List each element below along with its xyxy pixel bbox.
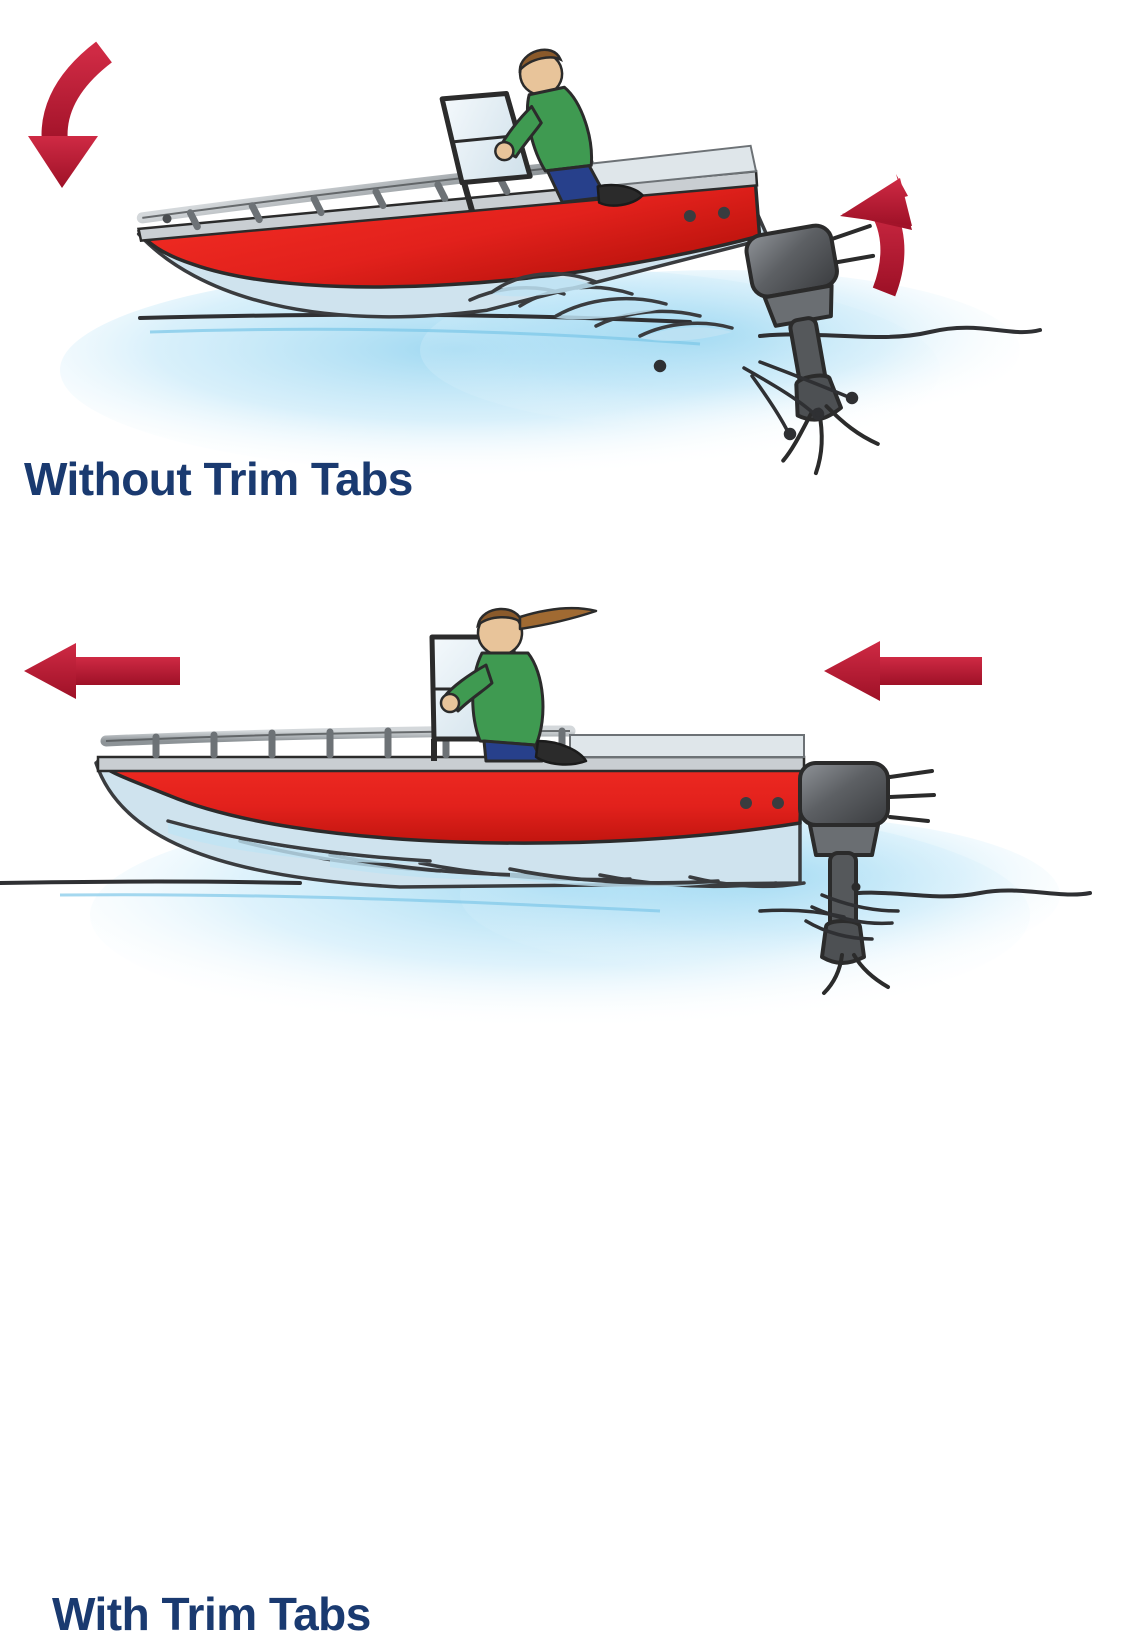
hull-wake-fill <box>168 823 718 888</box>
straight-arrow-left-inner <box>824 641 982 701</box>
scene-with-trim-tabs <box>0 565 1130 1130</box>
caption-with-trim-tabs: With Trim Tabs <box>52 1588 371 1640</box>
panel-with-trim-tabs: With Trim Tabs <box>0 565 1130 1640</box>
boat-operator <box>439 606 598 766</box>
caption-without-trim-tabs: Without Trim Tabs <box>24 453 413 505</box>
prop-wash <box>653 359 859 441</box>
curved-arrow-up <box>840 174 912 297</box>
scene-without-trim-tabs <box>0 0 1130 565</box>
prop-wash <box>758 893 900 941</box>
water-surface <box>60 265 1042 475</box>
boat-without-trim-tabs <box>136 48 770 319</box>
boat-with-trim-tabs <box>94 606 806 889</box>
straight-arrow-left-outer <box>24 643 180 699</box>
boat-operator <box>494 48 644 207</box>
outboard-motor <box>798 761 936 995</box>
stern-spray-fill <box>492 277 732 341</box>
panel-without-trim-tabs: Without Trim Tabs <box>0 0 1130 565</box>
transom-rivets <box>683 206 730 222</box>
transom-rivets <box>740 797 784 809</box>
curved-arrow-down <box>28 41 113 188</box>
stern-spray <box>468 272 734 338</box>
outboard-motor <box>744 223 880 476</box>
